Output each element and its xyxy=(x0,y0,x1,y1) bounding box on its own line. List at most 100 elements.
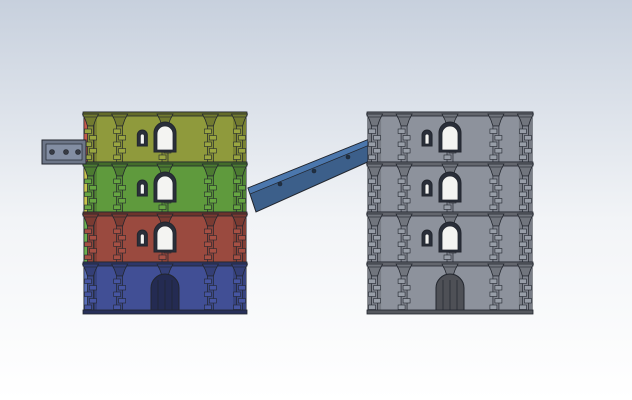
quoin-block xyxy=(84,191,92,197)
quoin-block xyxy=(233,191,241,197)
quoin-block xyxy=(209,198,217,204)
quoin-block xyxy=(494,235,503,241)
quoin-block xyxy=(368,278,376,284)
quoin-block xyxy=(489,278,498,284)
tower-tier xyxy=(81,161,249,213)
quoin-block xyxy=(368,304,376,310)
wall-bracket[interactable] xyxy=(41,139,87,165)
quoin-block xyxy=(519,141,527,147)
quoin-block xyxy=(238,148,246,154)
quoin-block xyxy=(397,128,406,134)
quoin-block xyxy=(524,148,532,154)
quoin-block xyxy=(89,185,97,191)
quoin-block xyxy=(113,141,121,147)
quoin-block xyxy=(113,154,121,160)
quoin-block xyxy=(233,241,241,247)
tower-tier xyxy=(81,211,249,263)
quoin-block xyxy=(402,285,411,291)
quoin-block xyxy=(494,298,503,304)
quoin-block xyxy=(209,248,217,254)
small-window-glass xyxy=(424,133,430,145)
arched-window-glass xyxy=(156,175,174,201)
quoin-block xyxy=(368,254,376,260)
tower-tier xyxy=(365,111,535,163)
quoin-block xyxy=(368,228,376,234)
quoin-block xyxy=(113,191,121,197)
quoin-block xyxy=(84,204,92,210)
quoin-block xyxy=(233,228,241,234)
quoin-block xyxy=(238,285,246,291)
quoin-block xyxy=(519,178,527,184)
quoin-block xyxy=(233,278,241,284)
quoin-block xyxy=(373,285,381,291)
quoin-block xyxy=(204,278,212,284)
bolt-hole xyxy=(345,154,351,160)
quoin-block xyxy=(397,204,406,210)
quoin-block xyxy=(494,135,503,141)
quoin-block xyxy=(204,128,212,134)
quoin-block xyxy=(238,185,246,191)
tower-tier xyxy=(81,261,249,313)
quoin-block xyxy=(489,204,498,210)
quoin-block xyxy=(204,191,212,197)
quoin-block xyxy=(397,141,406,147)
quoin-block xyxy=(204,241,212,247)
left-tower[interactable] xyxy=(81,111,249,315)
quoin-block xyxy=(113,228,121,234)
quoin-block xyxy=(519,191,527,197)
arched-window-glass xyxy=(156,125,174,151)
bracket-bolt xyxy=(75,149,81,155)
quoin-block xyxy=(368,128,376,134)
quoin-block xyxy=(368,291,376,297)
quoin-block xyxy=(89,248,97,254)
small-window-glass xyxy=(139,233,145,245)
quoin-block xyxy=(158,154,167,160)
quoin-block xyxy=(204,228,212,234)
quoin-block xyxy=(118,198,126,204)
quoin-block xyxy=(494,285,503,291)
quoin-block xyxy=(519,304,527,310)
quoin-block xyxy=(373,298,381,304)
quoin-block xyxy=(89,148,97,154)
quoin-block xyxy=(204,141,212,147)
quoin-block xyxy=(238,235,246,241)
right-tower[interactable] xyxy=(365,111,535,315)
quoin-block xyxy=(233,154,241,160)
quoin-block xyxy=(233,141,241,147)
quoin-block xyxy=(519,154,527,160)
quoin-block xyxy=(233,204,241,210)
quoin-block xyxy=(397,278,406,284)
quoin-block xyxy=(84,254,92,260)
quoin-block xyxy=(118,285,126,291)
quoin-block xyxy=(489,304,498,310)
quoin-block xyxy=(233,291,241,297)
bolt-hole xyxy=(277,181,283,187)
quoin-block xyxy=(489,178,498,184)
quoin-block xyxy=(402,185,411,191)
quoin-block xyxy=(209,185,217,191)
quoin-block xyxy=(238,298,246,304)
tower-tier xyxy=(365,211,535,263)
quoin-block xyxy=(397,304,406,310)
quoin-block xyxy=(489,128,498,134)
arched-window-glass xyxy=(441,125,459,151)
quoin-block xyxy=(233,128,241,134)
quoin-block xyxy=(238,198,246,204)
quoin-block xyxy=(158,254,167,260)
quoin-block xyxy=(489,228,498,234)
quoin-block xyxy=(494,185,503,191)
quoin-block xyxy=(84,241,92,247)
arched-window-glass xyxy=(441,225,459,251)
quoin-block xyxy=(368,178,376,184)
quoin-block xyxy=(397,291,406,297)
small-window-glass xyxy=(424,233,430,245)
quoin-block xyxy=(524,135,532,141)
quoin-block xyxy=(204,304,212,310)
quoin-block xyxy=(489,191,498,197)
small-window-glass xyxy=(139,133,145,145)
quoin-block xyxy=(113,204,121,210)
quoin-block xyxy=(402,298,411,304)
quoin-block xyxy=(204,204,212,210)
